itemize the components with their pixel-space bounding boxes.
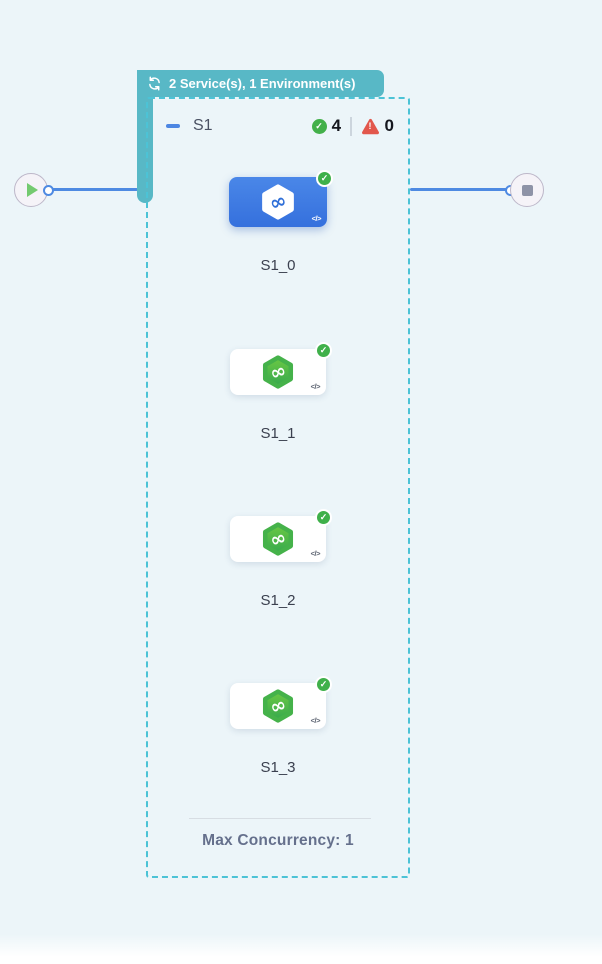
stage-container: S1 ✓ 4 ! 0 ∞ — [146, 97, 410, 878]
matrix-node-card-s1-1[interactable]: ∞ </> ✓ — [230, 342, 332, 395]
matrix-node-group: ∞ </> ✓ S1_1 — [148, 342, 408, 442]
services-environments-badge[interactable]: 2 Service(s), 1 Environment(s) — [137, 70, 384, 97]
success-count-icon: ✓ — [311, 118, 327, 134]
node-label: S1_2 — [260, 592, 296, 609]
collapse-stage-toggle[interactable] — [166, 124, 180, 128]
svg-text:∞: ∞ — [267, 359, 289, 385]
success-badge: ✓ — [315, 342, 332, 359]
error-count: 0 — [384, 116, 394, 135]
footer-divider — [189, 818, 371, 819]
edge-start-to-stage — [52, 188, 138, 191]
matrix-node-group: ∞ </> ✓ S1_2 — [148, 509, 408, 609]
end-node — [510, 173, 544, 207]
stage-flag-bar — [137, 70, 153, 203]
stage-status-group: ✓ 4 ! 0 — [311, 116, 394, 136]
svg-text:∞: ∞ — [267, 526, 289, 552]
canvas-bottom-fade — [0, 934, 602, 964]
code-icon: </> — [311, 214, 322, 223]
stage-header: S1 ✓ 4 ! 0 — [166, 114, 394, 138]
loop-icon — [149, 76, 160, 91]
status-divider — [350, 116, 352, 136]
matrix-node-group: ∞ </> ✓ S1_0 — [148, 170, 408, 274]
node-label: S1_0 — [260, 257, 296, 274]
max-concurrency-label: Max Concurrency: 1 — [202, 832, 354, 849]
svg-text:∞: ∞ — [266, 188, 289, 216]
error-count-icon: ! — [361, 118, 380, 135]
play-icon — [27, 183, 38, 197]
code-icon: </> — [310, 549, 321, 558]
matrix-node-card-s1-0[interactable]: ∞ </> ✓ — [229, 170, 333, 227]
node-label: S1_3 — [260, 759, 296, 776]
success-badge: ✓ — [315, 676, 332, 693]
service-hexagon-icon: ∞ — [262, 689, 294, 723]
stop-icon — [521, 184, 533, 196]
code-icon: </> — [310, 716, 321, 725]
node-label: S1_1 — [260, 425, 296, 442]
edge-stage-to-end — [410, 188, 510, 191]
connector-port-left — [43, 184, 54, 196]
matrix-node-card-s1-2[interactable]: ∞ </> ✓ — [230, 509, 332, 562]
service-hexagon-icon: ∞ — [262, 355, 294, 389]
matrix-node-card-s1-3[interactable]: ∞ </> ✓ — [230, 676, 332, 729]
badge-label: 2 Service(s), 1 Environment(s) — [169, 76, 356, 91]
matrix-node-group: ∞ </> ✓ S1_3 — [148, 676, 408, 776]
service-hexagon-icon: ∞ — [262, 184, 294, 220]
stage-name: S1 — [193, 117, 213, 134]
success-badge: ✓ — [316, 170, 333, 187]
svg-text:∞: ∞ — [267, 693, 289, 719]
success-badge: ✓ — [315, 509, 332, 526]
service-hexagon-icon: ∞ — [262, 522, 294, 556]
success-count: 4 — [331, 116, 342, 135]
start-node — [14, 173, 48, 207]
code-icon: </> — [310, 382, 321, 391]
